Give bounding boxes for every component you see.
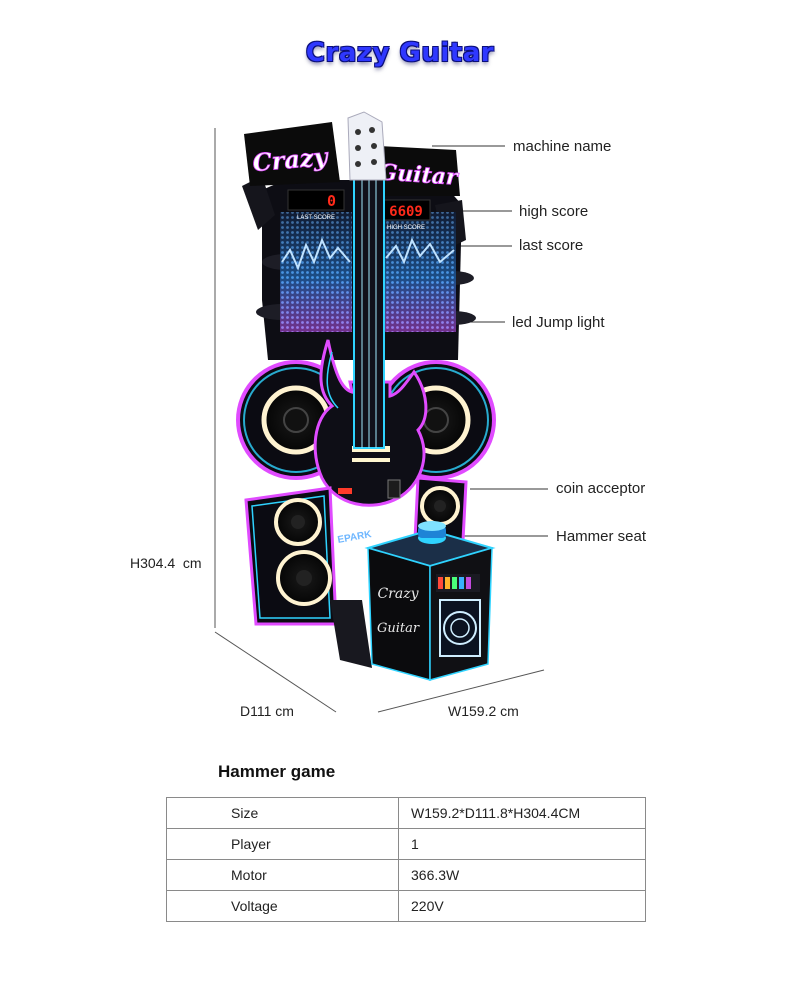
hammer-seat: Crazy Guitar xyxy=(364,521,496,681)
high-score-display: 6609 xyxy=(389,204,423,220)
machine-name-logo: Crazy Guitar xyxy=(244,122,460,196)
callout-coin-acceptor: coin acceptor xyxy=(556,480,646,497)
high-score-caption: HIGH SCORE xyxy=(387,225,425,231)
spec-section-title: Hammer game xyxy=(218,762,336,781)
cabinet-logo-bottom: Guitar xyxy=(377,621,420,636)
cabinet-logo-top: Crazy xyxy=(377,586,419,602)
table-row: Motor 366.3W xyxy=(166,859,646,891)
cabinet-base xyxy=(330,600,372,668)
table-row: Voltage 220V xyxy=(166,890,646,922)
callout-machine-name: machine name xyxy=(513,138,612,155)
table-row: Size W159.2*D111.8*H304.4CM xyxy=(166,797,646,829)
table-row: Player 1 xyxy=(166,828,646,860)
speaker-columns xyxy=(244,476,468,626)
machine-illustration: 0 LAST SCORE 6609 HIGH SCORE Crazy Guita… xyxy=(214,111,548,713)
logo-left: Crazy xyxy=(251,142,330,178)
spec-label: Voltage xyxy=(166,890,399,922)
dimension-lines xyxy=(214,128,545,713)
watermark-logo: EPARK xyxy=(337,529,373,546)
callout-hammer-seat: Hammer seat xyxy=(556,528,647,545)
last-score-caption: LAST SCORE xyxy=(297,215,335,221)
score-displays: 0 LAST SCORE 6609 HIGH SCORE xyxy=(287,189,431,231)
dimension-height: H304.4 cm xyxy=(130,555,202,571)
dimension-width: W159.2 cm xyxy=(448,703,519,719)
spec-value: 366.3W xyxy=(398,859,646,891)
callout-last-score: last score xyxy=(519,237,584,254)
spec-table: Size W159.2*D111.8*H304.4CM Player 1 Mot… xyxy=(166,797,646,922)
spec-value: 220V xyxy=(398,890,646,922)
last-score-display: 0 xyxy=(327,192,336,210)
callout-led-jump-light: led Jump light xyxy=(512,314,605,331)
led-jump-light xyxy=(280,212,456,332)
page-title: Crazy Guitar xyxy=(305,38,495,68)
spec-label: Player xyxy=(166,828,399,860)
spec-label: Motor xyxy=(166,859,399,891)
callout-high-score: high score xyxy=(519,203,589,220)
dimension-depth: D111 cm xyxy=(240,703,294,719)
spec-label: Size xyxy=(166,797,399,829)
coin-acceptor xyxy=(338,479,401,499)
logo-right: Guitar xyxy=(378,159,460,191)
spec-value: W159.2*D111.8*H304.4CM xyxy=(398,797,646,829)
spec-value: 1 xyxy=(398,828,646,860)
guitar-neck xyxy=(347,111,387,449)
